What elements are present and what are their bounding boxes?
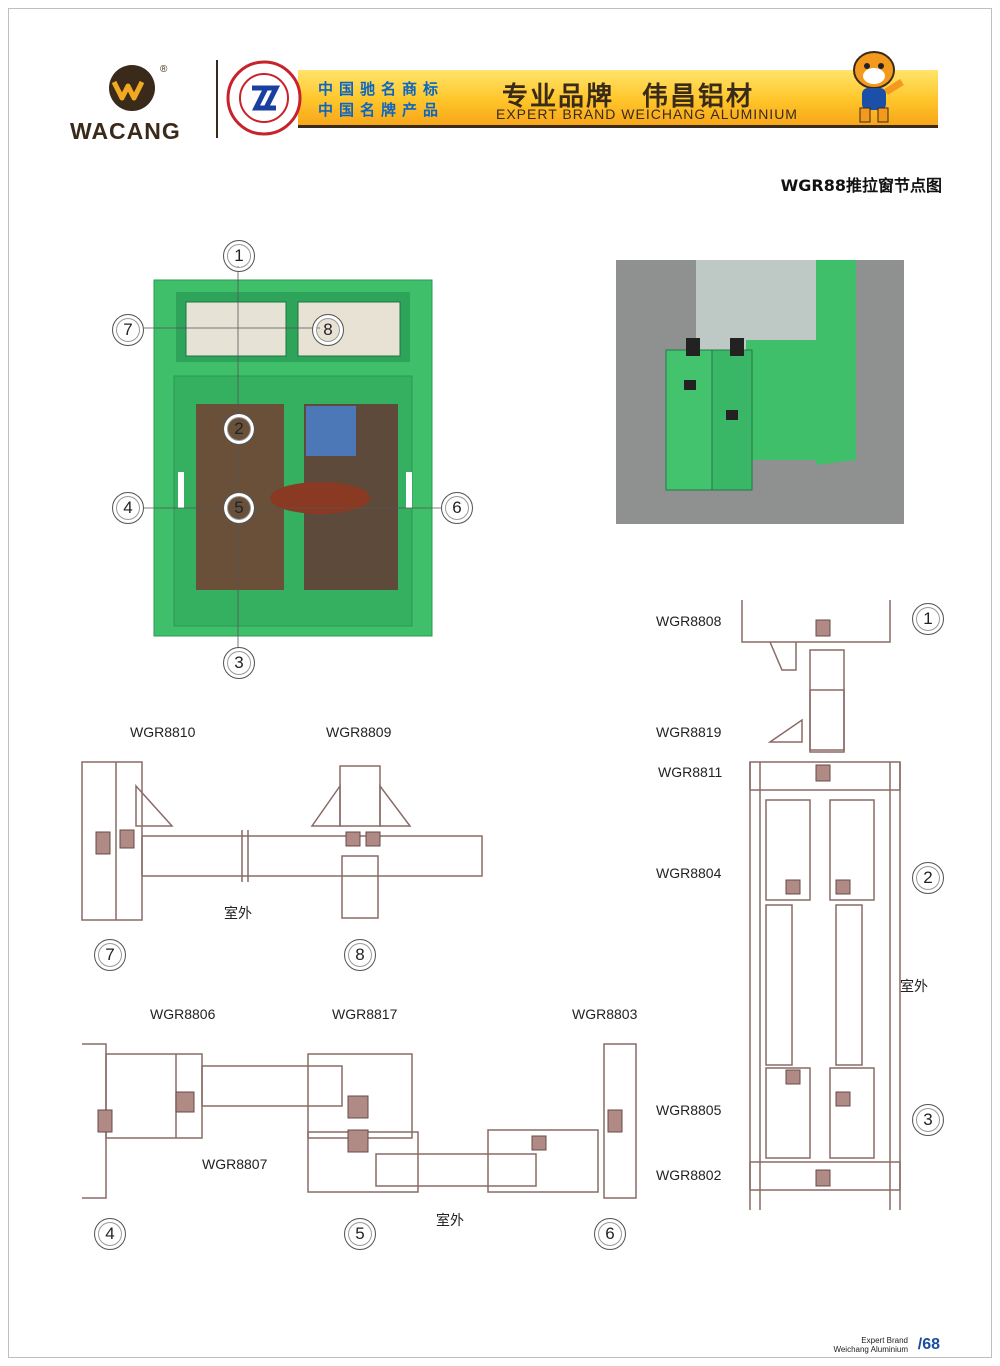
section-circle-6: 6 [594,1218,626,1250]
profile-label-wgr8811: WGR8811 [658,764,723,780]
outdoor-label-top: 室外 [224,906,252,922]
profile-label-wgr8808: WGR8808 [656,613,722,629]
callout-7: 7 [112,314,144,346]
footer-brand: Expert Brand Weichang Aluminium [833,1336,908,1354]
page-border [8,8,992,1358]
wacang-logo-icon [109,65,155,111]
registered-mark: ® [160,64,168,75]
sash-section-drawing [82,1043,637,1199]
china-top-brand-seal-icon [226,60,302,136]
profile-label-wgr8810: WGR8810 [130,724,196,740]
page-number: /68 [917,1336,940,1353]
page-title: WGR88推拉窗节点图 [780,176,942,195]
callout-3: 3 [223,647,255,679]
section-circle-7: 7 [94,939,126,971]
profile-label-wgr8804: WGR8804 [656,865,722,881]
footer-line-2: Weichang Aluminium [833,1345,908,1354]
footer-line-1: Expert Brand [861,1336,908,1345]
banner-line-2: 中国名牌产品 [318,101,445,119]
callout-8: 8 [312,314,344,346]
section-circle-8: 8 [344,939,376,971]
section-circle-3: 3 [912,1104,944,1136]
profile-label-wgr8809: WGR8809 [326,724,392,740]
window-elevation [144,266,442,648]
profile-label-wgr8806: WGR8806 [150,1006,216,1022]
callout-6: 6 [441,492,473,524]
profile-3d-render [616,260,904,524]
banner-slogan: 专业品牌 伟昌铝材 [502,82,755,112]
banner-underline [298,125,938,128]
header-banner [298,70,938,125]
profile-label-wgr8817: WGR8817 [332,1006,398,1022]
section-circle-1: 1 [912,603,944,635]
callout-1: 1 [223,240,255,272]
tiger-mascot-icon [853,51,904,123]
section-circle-5: 5 [344,1218,376,1250]
profile-label-wgr8803: WGR8803 [572,1006,638,1022]
outdoor-label-bottom: 室外 [436,1213,464,1229]
callout-4: 4 [112,492,144,524]
brand-name: WACANG [70,118,181,144]
section-circle-2: 2 [912,862,944,894]
header-divider [216,60,218,138]
profile-label-wgr8805: WGR8805 [656,1102,722,1118]
section-circle-4: 4 [94,1218,126,1250]
banner-slogan-en: EXPERT BRAND WEICHANG ALUMINIUM [496,106,798,122]
vertical-section-drawing [741,600,901,1210]
callout-5: 5 [223,492,255,524]
outdoor-label-right: 室外 [900,979,928,995]
profile-label-wgr8819: WGR8819 [656,724,722,740]
transom-section-drawing [81,761,483,921]
banner-line-1: 中国驰名商标 [318,80,445,98]
profile-label-wgr8802: WGR8802 [656,1167,722,1183]
profile-label-wgr8807: WGR8807 [202,1156,268,1172]
callout-2: 2 [223,413,255,445]
